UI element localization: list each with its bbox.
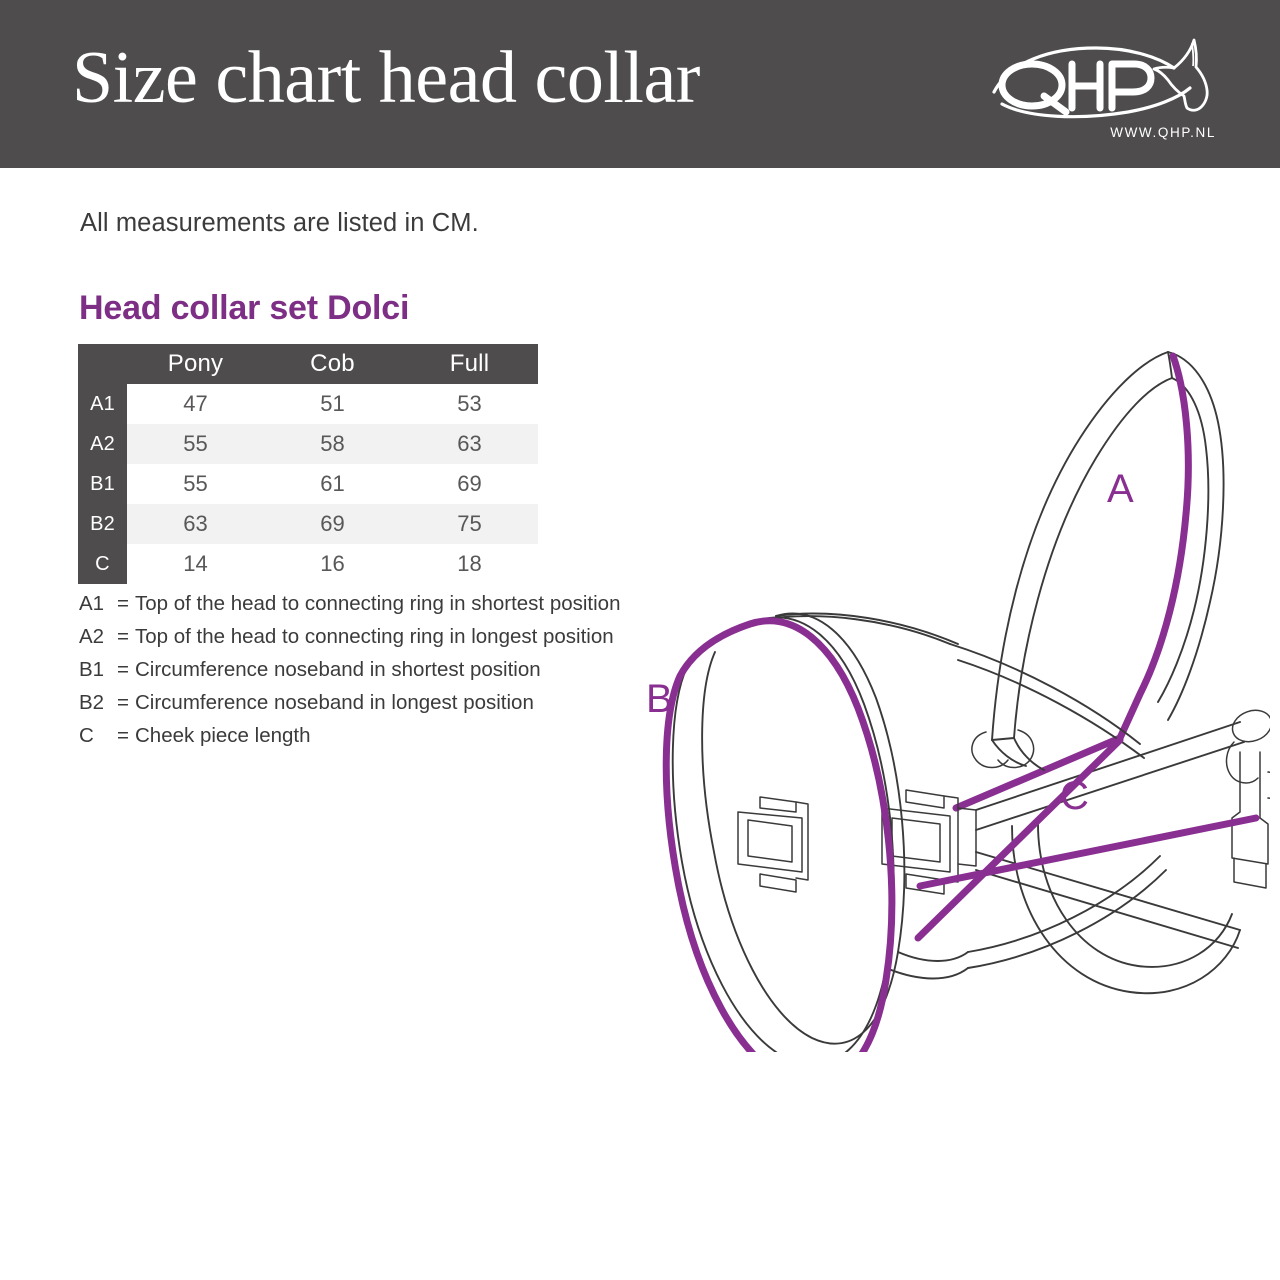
- crown-piece-outline: [991, 351, 1225, 741]
- cell-b1-cob: 61: [264, 464, 401, 504]
- cell-a2-cob: 58: [264, 424, 401, 464]
- product-set-title: Head collar set Dolci: [79, 289, 410, 327]
- legend-equals: =: [117, 691, 129, 714]
- noseband-outline: [671, 612, 906, 1052]
- cell-a1-pony: 47: [127, 384, 264, 424]
- table-row: C 14 16 18: [78, 544, 538, 584]
- cell-b2-pony: 63: [127, 504, 264, 544]
- table-row: A1 47 51 53: [78, 384, 538, 424]
- cell-a1-cob: 51: [264, 384, 401, 424]
- legend-text-a2: Top of the head to connecting ring in lo…: [135, 625, 614, 648]
- measurement-unit-note: All measurements are listed in CM.: [80, 209, 479, 237]
- column-header-cob: Cob: [264, 344, 401, 384]
- measurement-legend: A1 = Top of the head to connecting ring …: [79, 592, 679, 757]
- legend-item-b1: B1 = Circumference noseband in shortest …: [79, 658, 679, 691]
- measurement-line-a-cheek: [952, 734, 1124, 812]
- cell-b1-full: 69: [401, 464, 538, 504]
- cell-c-pony: 14: [127, 544, 264, 584]
- measurement-line-a: [1116, 352, 1192, 742]
- legend-key-a2: A2: [79, 625, 105, 648]
- snap-hook-clip: [1225, 709, 1270, 889]
- diagram-label-b: B: [646, 677, 673, 721]
- row-label-b1: B1: [78, 464, 127, 504]
- measurement-line-c-lower: [916, 814, 1260, 890]
- legend-text-b1: Circumference noseband in shortest posit…: [135, 658, 541, 681]
- diagram-label-c: C: [1060, 774, 1089, 818]
- legend-equals: =: [117, 625, 129, 648]
- qhp-logo-mark: [992, 38, 1209, 119]
- cell-b2-cob: 69: [264, 504, 401, 544]
- table-row: A2 55 58 63: [78, 424, 538, 464]
- row-label-b2: B2: [78, 504, 127, 544]
- head-collar-diagram: A B C: [620, 252, 1270, 1052]
- cell-b1-pony: 55: [127, 464, 264, 504]
- cell-c-full: 18: [401, 544, 538, 584]
- legend-item-b2: B2 = Circumference noseband in longest p…: [79, 691, 679, 724]
- measurement-line-b: [662, 617, 896, 1052]
- cell-b2-full: 75: [401, 504, 538, 544]
- table-header-row: Pony Cob Full: [78, 344, 538, 384]
- halter-illustration: A B C: [646, 351, 1270, 1052]
- nose-straps: [949, 643, 1167, 969]
- legend-key-c: C: [79, 724, 94, 747]
- legend-equals: =: [117, 658, 129, 681]
- cell-c-cob: 16: [264, 544, 401, 584]
- horse-head-icon: [1152, 38, 1209, 112]
- cell-a2-pony: 55: [127, 424, 264, 464]
- page-header: Size chart head collar WWW: [0, 0, 1280, 168]
- jaw-curve: [1011, 823, 1241, 995]
- row-label-a2: A2: [78, 424, 127, 464]
- logo-website-url: WWW.QHP.NL: [1110, 125, 1216, 140]
- measurement-line-c-upper: [914, 736, 1124, 942]
- table-corner-cell: [78, 344, 127, 384]
- column-header-pony: Pony: [127, 344, 264, 384]
- column-header-full: Full: [401, 344, 538, 384]
- table-row: B1 55 61 69: [78, 464, 538, 504]
- noseband-front-strap: [759, 612, 969, 980]
- legend-equals: =: [117, 724, 129, 747]
- row-label-a1: A1: [78, 384, 127, 424]
- legend-text-b2: Circumference noseband in longest positi…: [135, 691, 534, 714]
- legend-key-a1: A1: [79, 592, 105, 615]
- legend-key-b2: B2: [79, 691, 105, 714]
- legend-key-b1: B1: [79, 658, 105, 681]
- crown-cheek-joiner: [971, 729, 1045, 771]
- row-label-c: C: [78, 544, 127, 584]
- cell-a2-full: 63: [401, 424, 538, 464]
- legend-text-c: Cheek piece length: [135, 724, 311, 747]
- legend-item-a1: A1 = Top of the head to connecting ring …: [79, 592, 679, 625]
- legend-item-c: C = Cheek piece length: [79, 724, 679, 757]
- noseband-buckle-left: [737, 796, 809, 893]
- cell-a1-full: 53: [401, 384, 538, 424]
- page-title: Size chart head collar: [72, 37, 700, 119]
- table-row: B2 63 69 75: [78, 504, 538, 544]
- legend-equals: =: [117, 592, 129, 615]
- size-chart-table: Pony Cob Full A1 47 51 53 A2 55 58 63 B1…: [78, 344, 538, 584]
- qhp-logo: WWW.QHP.NL: [988, 34, 1218, 142]
- legend-item-a2: A2 = Top of the head to connecting ring …: [79, 625, 679, 658]
- diagram-label-a: A: [1107, 467, 1134, 511]
- legend-text-a1: Top of the head to connecting ring in sh…: [135, 592, 621, 615]
